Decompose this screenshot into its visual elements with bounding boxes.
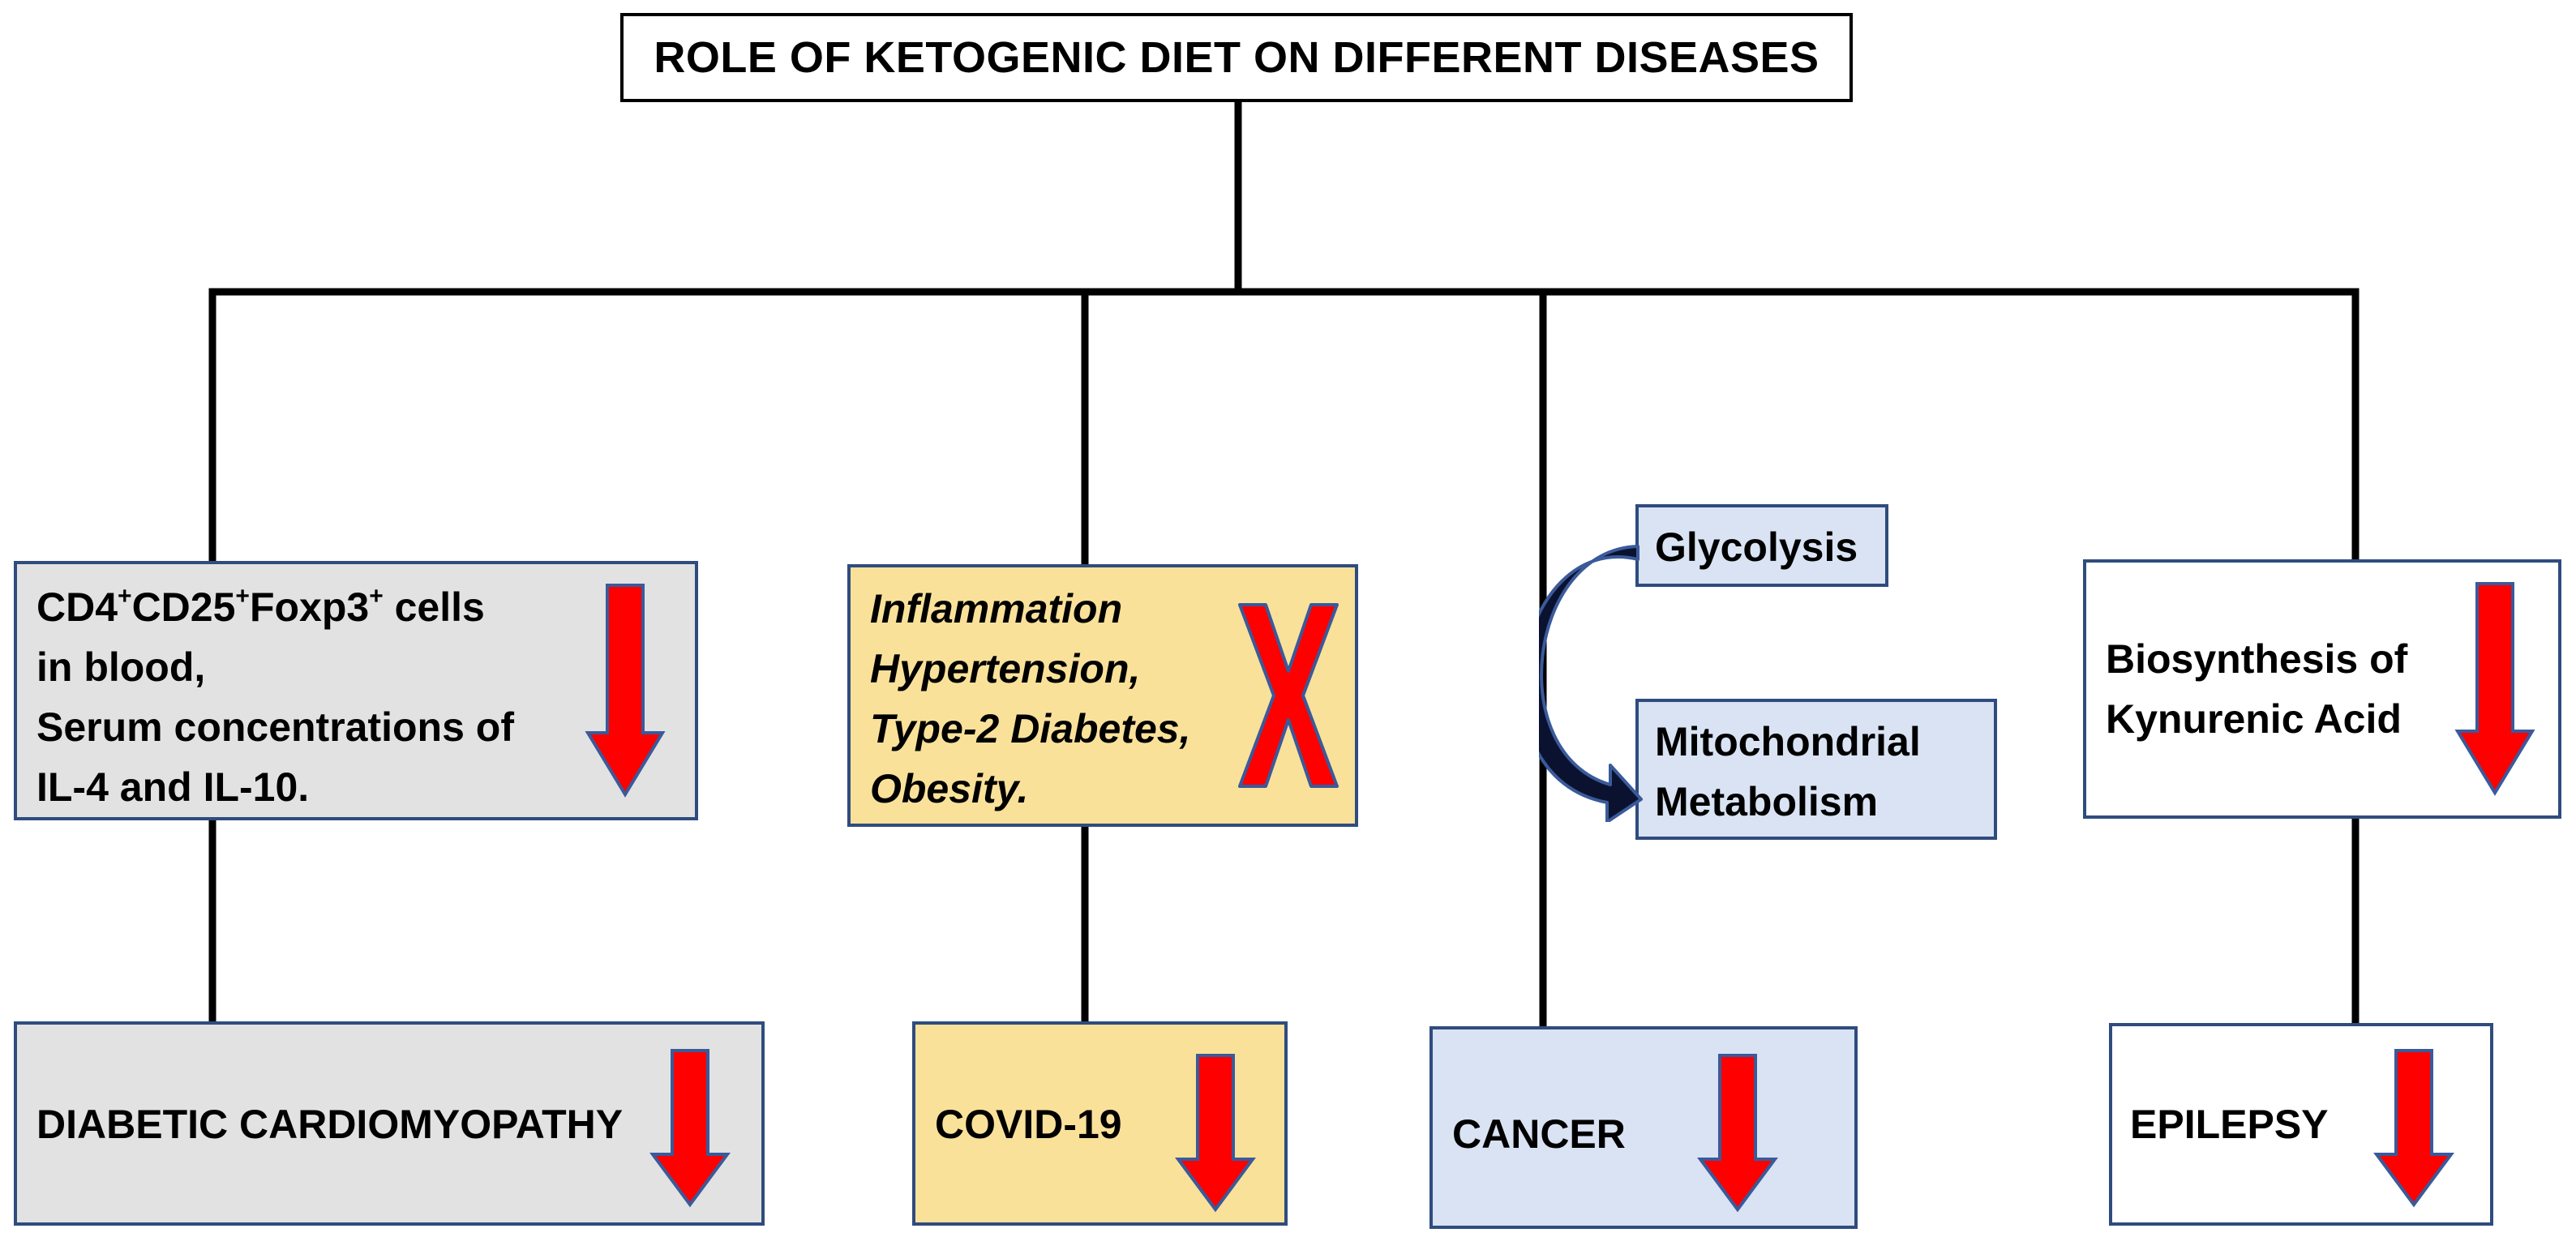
branch3-disease-label: CANCER (1452, 1111, 1626, 1157)
glycolysis-label: Glycolysis (1655, 524, 1858, 570)
branch1-effect-line3: Serum concentrations of (36, 704, 514, 750)
branch4-effect-line1: Biosynthesis of (2106, 636, 2408, 682)
branch2-effect-line1: Inflammation (870, 586, 1123, 631)
branch4-disease-box: EPILEPSY (2109, 1023, 2493, 1226)
down-arrow-icon (1175, 1054, 1256, 1213)
branch1-effect-line4: IL-4 and IL-10. (36, 764, 310, 810)
branch2-disease-label: COVID-19 (935, 1102, 1122, 1147)
branch4-disease-label: EPILEPSY (2130, 1102, 2329, 1147)
mitochondrial-text: Mitochondrial Metabolism (1655, 712, 1921, 832)
branch2-effect-line4: Obesity. (870, 766, 1029, 811)
down-arrow-icon (585, 584, 666, 798)
branch1-effect-text: CD4+CD25+Foxp3+ cells in blood, Serum co… (36, 577, 514, 817)
branch2-effect-line2: Hypertension, (870, 646, 1141, 691)
branch3-disease-box: CANCER (1429, 1026, 1858, 1229)
branch1-effect-line1: CD4+CD25+Foxp3+ cells (36, 583, 485, 631)
down-arrow-icon (1697, 1054, 1778, 1213)
mitochondrial-line2: Metabolism (1655, 779, 1879, 824)
diagram-title: ROLE OF KETOGENIC DIET ON DIFFERENT DISE… (620, 13, 1853, 102)
branch1-disease-label: DIABETIC CARDIOMYOPATHY (36, 1102, 624, 1147)
curved-arrow-icon (1539, 545, 1643, 822)
branch1-disease-box: DIABETIC CARDIOMYOPATHY (14, 1021, 765, 1226)
branch4-effect-line2: Kynurenic Acid (2106, 696, 2402, 742)
branch1-effect-line2: in blood, (36, 644, 206, 690)
down-arrow-icon (2454, 582, 2535, 796)
down-arrow-icon (649, 1049, 731, 1208)
glycolysis-box: Glycolysis (1635, 504, 1888, 587)
branch4-effect-text: Biosynthesis of Kynurenic Acid (2106, 629, 2407, 749)
red-x-icon (1238, 603, 1339, 788)
branch2-effect-text: Inflammation Hypertension, Type-2 Diabet… (870, 579, 1191, 819)
mitochondrial-box: Mitochondrial Metabolism (1635, 699, 1997, 840)
branch2-effect-box: Inflammation Hypertension, Type-2 Diabet… (847, 564, 1358, 827)
down-arrow-icon (2373, 1049, 2454, 1208)
branch4-effect-box: Biosynthesis of Kynurenic Acid (2083, 559, 2561, 819)
branch2-disease-box: COVID-19 (912, 1021, 1288, 1226)
branch2-effect-line3: Type-2 Diabetes, (870, 706, 1191, 751)
branch1-effect-box: CD4+CD25+Foxp3+ cells in blood, Serum co… (14, 561, 698, 820)
mitochondrial-line1: Mitochondrial (1655, 719, 1921, 764)
